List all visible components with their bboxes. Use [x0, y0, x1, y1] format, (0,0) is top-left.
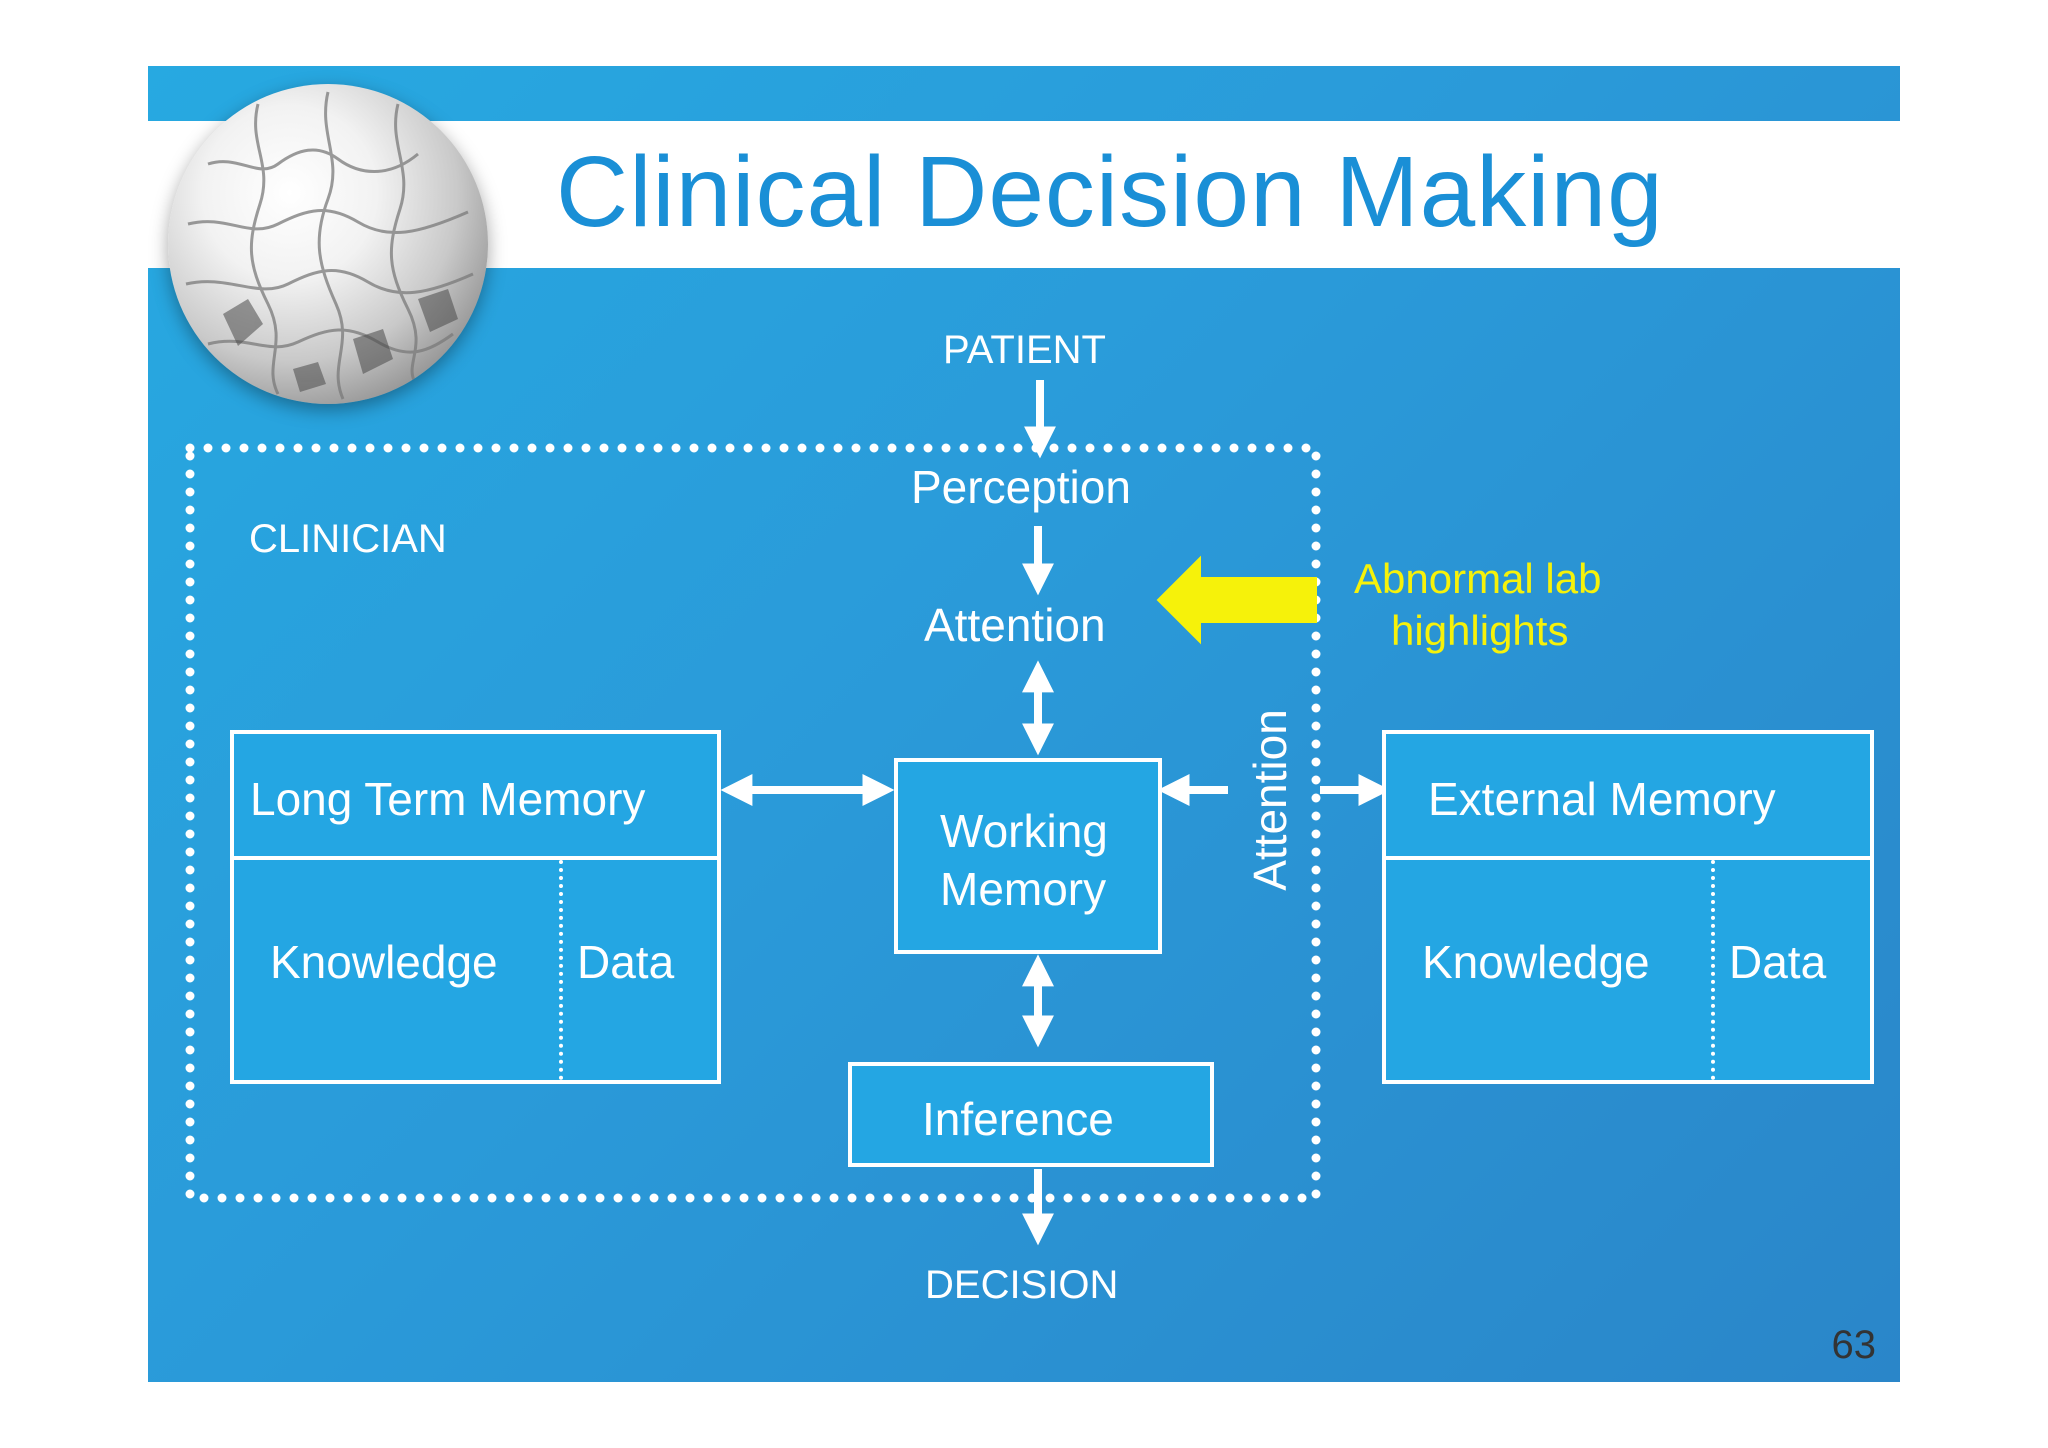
long-term-memory-title: Long Term Memory	[250, 773, 646, 825]
perception-label: Perception	[911, 461, 1131, 513]
page-number: 63	[1831, 1323, 1877, 1367]
attention-label: Attention	[924, 599, 1106, 651]
external-data-label: Data	[1729, 936, 1827, 988]
long-term-knowledge-label: Knowledge	[270, 936, 498, 988]
external-divider	[1386, 856, 1870, 860]
external-knowledge-label: Knowledge	[1422, 936, 1650, 988]
decision-label: DECISION	[925, 1263, 1119, 1307]
attention-side-label: Attention	[1244, 709, 1296, 891]
working-memory-box: Working Memory	[894, 758, 1162, 954]
slide: Clinical Decision Making	[148, 66, 1900, 1382]
callout-line-2: highlights	[1391, 607, 1569, 654]
external-dotted-divider	[1711, 860, 1715, 1080]
long-term-data-label: Data	[577, 936, 675, 988]
long-term-divider	[234, 856, 717, 860]
puzzle-globe-icon	[168, 84, 488, 404]
external-memory-box: External Memory Knowledge Data	[1382, 730, 1874, 1084]
external-memory-title: External Memory	[1428, 773, 1776, 825]
working-memory-line-1: Working	[940, 805, 1108, 857]
abnormal-lab-arrow	[1156, 555, 1317, 645]
diagram-connectors	[185, 380, 1391, 1246]
clinician-label: CLINICIAN	[249, 517, 447, 561]
working-memory-line-2: Memory	[940, 863, 1107, 915]
callout-line-1: Abnormal lab	[1354, 555, 1602, 602]
long-term-memory-box: Long Term Memory Knowledge Data	[230, 730, 721, 1084]
patient-label: PATIENT	[943, 328, 1106, 372]
inference-label: Inference	[922, 1093, 1114, 1145]
long-term-dotted-divider	[559, 860, 563, 1080]
slide-title: Clinical Decision Making	[556, 136, 1664, 248]
inference-box: Inference	[848, 1062, 1214, 1167]
